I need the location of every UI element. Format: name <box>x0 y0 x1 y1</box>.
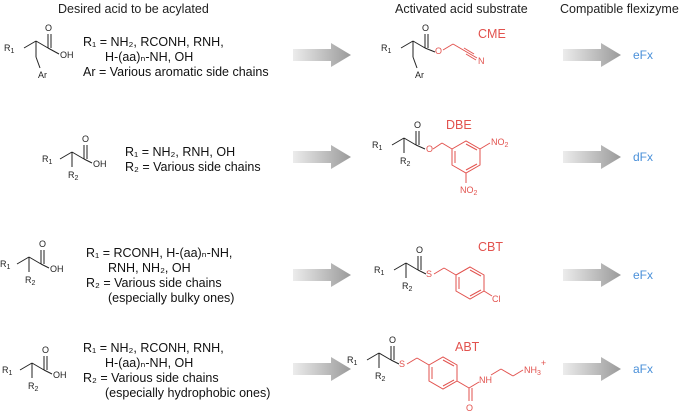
desc-line: H-(aa)ₙ-NH, OH <box>105 50 194 64</box>
atom-Ar: Ar <box>38 70 47 80</box>
arrow-to-flexizyme-2 <box>563 145 621 169</box>
flexizyme-aFx: aFx <box>633 362 654 376</box>
desc-line: H-(aa)ₙ-NH, OH <box>105 356 194 370</box>
activated-substrate-ABT: R1 O R2 S O NH NH3+ <box>347 335 546 413</box>
desc-line: R₂ = Various side chains <box>83 371 219 385</box>
desc-line: R₁ = NH₂, RCONH, RNH, <box>83 341 224 355</box>
atom-O: O <box>82 134 89 144</box>
desc-line: RNH, NH₂, OH <box>108 261 191 275</box>
substrate-abbr-DBE: DBE <box>446 118 472 132</box>
atom-R1: R1 <box>0 259 11 271</box>
atom-O-ester: O <box>426 144 433 154</box>
desc-row-3: R₁ = RCONH, H-(aa)ₙ-NH, RNH, NH₂, OH R₂ … <box>86 246 234 306</box>
atom-OH: OH <box>53 370 67 380</box>
atom-OH: OH <box>50 264 64 274</box>
atom-S: S <box>399 359 405 369</box>
atom-O: O <box>414 120 421 130</box>
atom-Ar: Ar <box>415 70 424 80</box>
header-compatible-flexizyme: Compatible flexizyme <box>560 2 679 16</box>
desired-acid-structure-4: R1 O OH R2 <box>2 345 67 393</box>
atom-R2: R2 <box>400 156 411 168</box>
atom-O: O <box>42 345 49 355</box>
arrow-to-flexizyme-3 <box>563 263 621 287</box>
desc-line: (especially bulky ones) <box>108 291 235 305</box>
atom-R2: R2 <box>25 275 36 287</box>
atom-NH: NH <box>479 375 492 385</box>
atom-R2: R2 <box>375 371 386 383</box>
arrow-to-flexizyme-4 <box>563 357 621 381</box>
substrate-abbr-ABT: ABT <box>455 340 480 354</box>
desc-row-4: R₁ = NH₂, RCONH, RNH, H-(aa)ₙ-NH, OH R₂ … <box>83 341 270 401</box>
atom-R1: R1 <box>381 43 392 55</box>
nitro-group-2: NO2 <box>460 185 478 197</box>
atom-R2: R2 <box>68 170 79 182</box>
desc-row-2: R₁ = NH₂, RNH, OH R₂ = Various side chai… <box>125 145 261 175</box>
atom-R2: R2 <box>28 381 39 393</box>
atom-R1: R1 <box>42 154 53 166</box>
ammonium-group: NH3+ <box>524 358 546 377</box>
desc-line: (especially hydrophobic ones) <box>105 386 271 400</box>
arrow-to-substrate-3 <box>293 263 351 287</box>
row-2: R1 O OH R2 R₁ = NH₂, RNH, OH R₂ = Variou… <box>0 105 685 210</box>
desired-acid-structure-2: R1 O OH R2 <box>42 134 107 182</box>
atom-O: O <box>416 245 423 255</box>
atom-R1: R1 <box>4 43 15 55</box>
atom-R1: R1 <box>347 355 358 367</box>
atom-R2: R2 <box>402 281 413 293</box>
atom-N-nitrile: N <box>478 56 485 66</box>
desc-line: R₁ = RCONH, H-(aa)ₙ-NH, <box>86 246 233 260</box>
atom-S: S <box>426 269 432 279</box>
atom-O: O <box>389 335 396 345</box>
arrow-to-substrate-4 <box>293 357 351 381</box>
arrow-to-flexizyme-1 <box>563 43 621 67</box>
header-desired-acid: Desired acid to be acylated <box>58 2 209 16</box>
row-4: R1 O OH R2 R₁ = NH₂, RCONH, RNH, H-(aa)ₙ… <box>0 320 685 420</box>
arrow-to-substrate-2 <box>293 145 351 169</box>
atom-O-amide: O <box>466 403 473 413</box>
substrate-abbr-CME: CME <box>478 27 506 41</box>
desired-acid-structure-3: R1 O OH R2 <box>0 239 64 287</box>
arrow-to-substrate-1 <box>293 43 351 67</box>
atom-O: O <box>45 23 52 33</box>
atom-OH: OH <box>60 50 74 60</box>
activated-substrate-CME: R1 O Ar O N <box>381 23 485 80</box>
desc-line: R₁ = NH₂, RCONH, RNH, <box>83 35 224 49</box>
nitro-group-1: NO2 <box>491 137 509 149</box>
row-1: R1 O OH Ar R₁ = NH₂, RCONH, RNH, H-(aa)ₙ… <box>0 0 685 105</box>
flexizyme-eFx-1: eFx <box>633 48 654 62</box>
flexizyme-eFx-3: eFx <box>633 268 654 282</box>
atom-R1: R1 <box>2 365 13 377</box>
row-3: R1 O OH R2 R₁ = RCONH, H-(aa)ₙ-NH, RNH, … <box>0 210 685 315</box>
activated-substrate-DBE: R1 O R2 O NO2 NO2 <box>372 120 509 197</box>
atom-O: O <box>422 23 429 33</box>
atom-Cl: Cl <box>492 294 501 304</box>
desc-line: R₁ = NH₂, RNH, OH <box>125 145 236 159</box>
desc-line: R₂ = Various side chains <box>125 160 261 174</box>
atom-O-ester: O <box>435 46 442 56</box>
header-activated-substrate: Activated acid substrate <box>395 2 528 16</box>
atom-OH: OH <box>93 159 107 169</box>
desired-acid-structure-1: R1 O OH Ar <box>4 23 74 80</box>
flexizyme-dFx: dFx <box>633 150 654 164</box>
atom-O: O <box>39 239 46 249</box>
desc-row-1: R₁ = NH₂, RCONH, RNH, H-(aa)ₙ-NH, OH Ar … <box>83 35 269 80</box>
substrate-abbr-CBT: CBT <box>478 240 503 254</box>
desc-line: R₂ = Various side chains <box>86 276 222 290</box>
atom-R1: R1 <box>372 140 383 152</box>
activated-substrate-CBT: R1 O R2 S Cl <box>374 245 501 304</box>
atom-R1: R1 <box>374 265 385 277</box>
desc-line: Ar = Various aromatic side chains <box>83 65 269 79</box>
